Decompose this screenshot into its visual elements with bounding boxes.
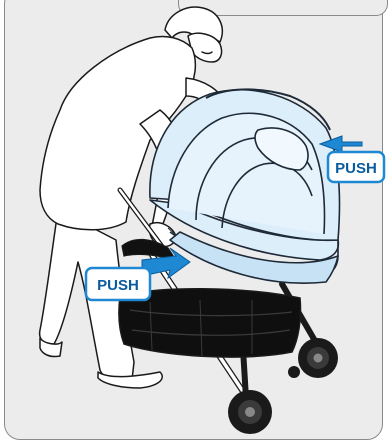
push-callout-top: PUSH — [320, 136, 384, 182]
wheel-rear — [228, 390, 272, 434]
push-text-bottom: PUSH — [97, 277, 139, 294]
wheel-front-small — [288, 366, 300, 378]
wheel-front — [298, 338, 338, 378]
push-text-top: PUSH — [335, 160, 377, 177]
